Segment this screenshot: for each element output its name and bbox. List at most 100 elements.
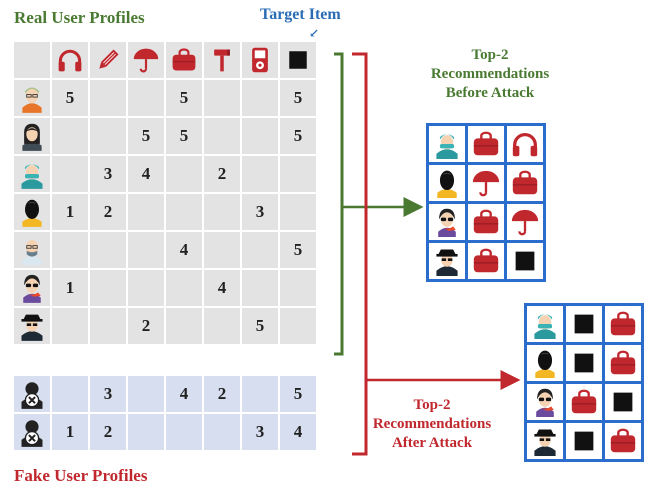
user-spy-hat-avatar — [429, 243, 465, 279]
rating-cell: 3 — [242, 194, 278, 230]
rec-before-grid — [426, 123, 546, 282]
target-item-label: Target Item — [260, 6, 341, 23]
rating-cell — [280, 194, 316, 230]
item-header-hammer-icon — [204, 42, 240, 78]
fake-rating-cell: 5 — [280, 376, 316, 412]
rating-cell — [52, 232, 88, 268]
rating-cell — [280, 270, 316, 306]
fake-rating-cell — [242, 376, 278, 412]
rating-cell — [204, 118, 240, 154]
fake-rating-cell — [52, 376, 88, 412]
user-silhouette-yellow-avatar — [527, 345, 563, 381]
fake-user-profiles-title: Fake User Profiles — [14, 466, 148, 485]
fake-user-x-avatar — [14, 376, 50, 412]
fake-rating-cell — [128, 414, 164, 450]
rating-cell: 3 — [90, 156, 126, 192]
green-bracket — [334, 52, 344, 356]
rec-before-label-line-3: Before Attack — [445, 85, 535, 101]
rating-cell: 5 — [280, 118, 316, 154]
rating-cell: 5 — [280, 80, 316, 116]
rating-cell — [204, 80, 240, 116]
fake-rating-cell: 2 — [90, 414, 126, 450]
rating-cell: 4 — [204, 270, 240, 306]
fake-rating-cell — [166, 414, 202, 450]
rating-cell: 5 — [166, 118, 202, 154]
rating-cell: 2 — [128, 308, 164, 344]
handbag-icon — [605, 423, 641, 459]
handbag-icon — [566, 384, 602, 420]
rating-cell — [128, 80, 164, 116]
rating-cell — [128, 270, 164, 306]
user-sunglasses-scarf-avatar — [527, 384, 563, 420]
item-header-headphones-icon — [52, 42, 88, 78]
rating-cell — [90, 270, 126, 306]
rating-cell — [90, 232, 126, 268]
rating-cell: 5 — [128, 118, 164, 154]
rating-cell — [90, 118, 126, 154]
fake-rating-cell: 3 — [242, 414, 278, 450]
rating-cell: 4 — [166, 232, 202, 268]
rating-cell — [280, 156, 316, 192]
rating-cell: 1 — [52, 270, 88, 306]
target-item-square-icon — [566, 345, 602, 381]
rating-cell: 5 — [242, 308, 278, 344]
rec-before-label: Top-2 Recommendations Before Attack — [410, 46, 570, 103]
fake-rating-cell: 3 — [90, 376, 126, 412]
rating-cell — [52, 118, 88, 154]
user-nurse-teal-avatar — [527, 306, 563, 342]
fake-rating-cell — [204, 414, 240, 450]
rec-after-label-line-3: After Attack — [391, 435, 473, 451]
fake-rating-cell: 4 — [280, 414, 316, 450]
handbag-icon — [468, 126, 504, 162]
rec-after-label-line-2: Recommendations — [372, 416, 492, 432]
rec-after-grid — [524, 303, 644, 462]
handbag-icon — [605, 306, 641, 342]
rating-cell — [128, 194, 164, 230]
umbrella-icon — [507, 204, 543, 240]
rating-cell — [52, 156, 88, 192]
rec-before-label-line-1: Top-2 — [471, 47, 509, 63]
target-item-square-icon — [605, 384, 641, 420]
fake-rating-cell — [128, 376, 164, 412]
matrix-corner-cell — [14, 42, 50, 78]
rec-after-label: Top-2 Recommendations After Attack — [352, 396, 512, 453]
user-spy-hat-avatar — [14, 308, 50, 344]
headphones-icon — [507, 126, 543, 162]
rating-cell — [166, 156, 202, 192]
user-glasses-orange-avatar — [14, 80, 50, 116]
rec-before-label-line-2: Recommendations — [430, 66, 550, 82]
item-header-umbrella-icon — [128, 42, 164, 78]
rating-cell — [166, 270, 202, 306]
rating-cell — [242, 232, 278, 268]
rating-cell — [52, 308, 88, 344]
target-item-square-icon — [566, 423, 602, 459]
item-header-target-item-square-icon — [280, 42, 316, 78]
rating-cell — [242, 80, 278, 116]
handbag-icon — [507, 165, 543, 201]
fake-rating-cell: 1 — [52, 414, 88, 450]
target-item-square-icon — [566, 306, 602, 342]
fake-rating-cell: 4 — [166, 376, 202, 412]
rating-cell: 2 — [90, 194, 126, 230]
real-user-profiles-title: Real User Profiles — [14, 8, 145, 27]
user-bald-glasses-avatar — [14, 232, 50, 268]
item-header-mp3-player-icon — [242, 42, 278, 78]
handbag-icon — [468, 243, 504, 279]
rating-cell: 5 — [166, 80, 202, 116]
user-nurse-teal-avatar — [14, 156, 50, 192]
user-silhouette-yellow-avatar — [429, 165, 465, 201]
rating-cell — [242, 156, 278, 192]
target-item-square-icon — [507, 243, 543, 279]
rating-cell — [204, 232, 240, 268]
user-nurse-teal-avatar — [429, 126, 465, 162]
rating-cell — [204, 194, 240, 230]
user-silhouette-yellow-avatar — [14, 194, 50, 230]
user-spy-hat-avatar — [527, 423, 563, 459]
red-bracket — [352, 52, 368, 456]
rating-cell: 5 — [52, 80, 88, 116]
rating-cell — [204, 308, 240, 344]
rating-cell: 5 — [280, 232, 316, 268]
